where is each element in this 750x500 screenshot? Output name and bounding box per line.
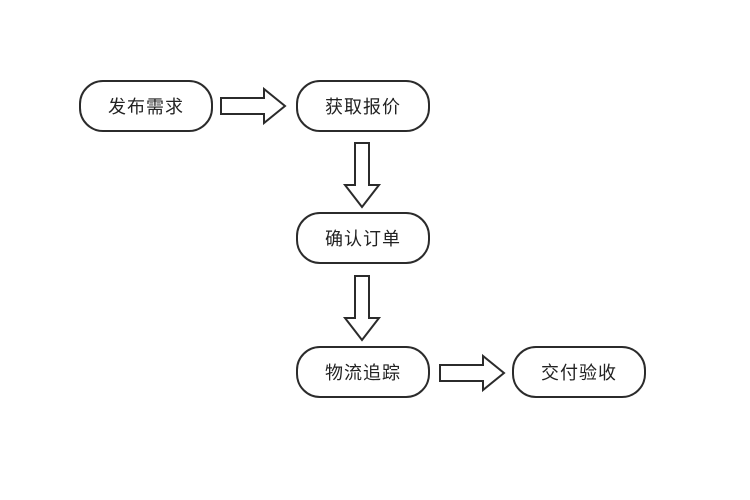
node-label: 确认订单 [325, 229, 401, 250]
node-logistics-tracking: 物流追踪 [296, 346, 430, 398]
node-label: 获取报价 [325, 97, 401, 118]
node-publish-request: 发布需求 [79, 80, 213, 132]
node-delivery-acceptance: 交付验收 [512, 346, 646, 398]
arrow-publish-to-quote [220, 86, 287, 126]
node-get-quote: 获取报价 [296, 80, 430, 132]
arrow-confirm-to-track [342, 275, 382, 342]
node-label: 发布需求 [108, 97, 184, 118]
node-label: 交付验收 [541, 363, 617, 384]
node-confirm-order: 确认订单 [296, 212, 430, 264]
arrow-track-to-deliver [439, 353, 506, 393]
node-label: 物流追踪 [325, 363, 401, 384]
arrow-quote-to-confirm [342, 142, 382, 209]
